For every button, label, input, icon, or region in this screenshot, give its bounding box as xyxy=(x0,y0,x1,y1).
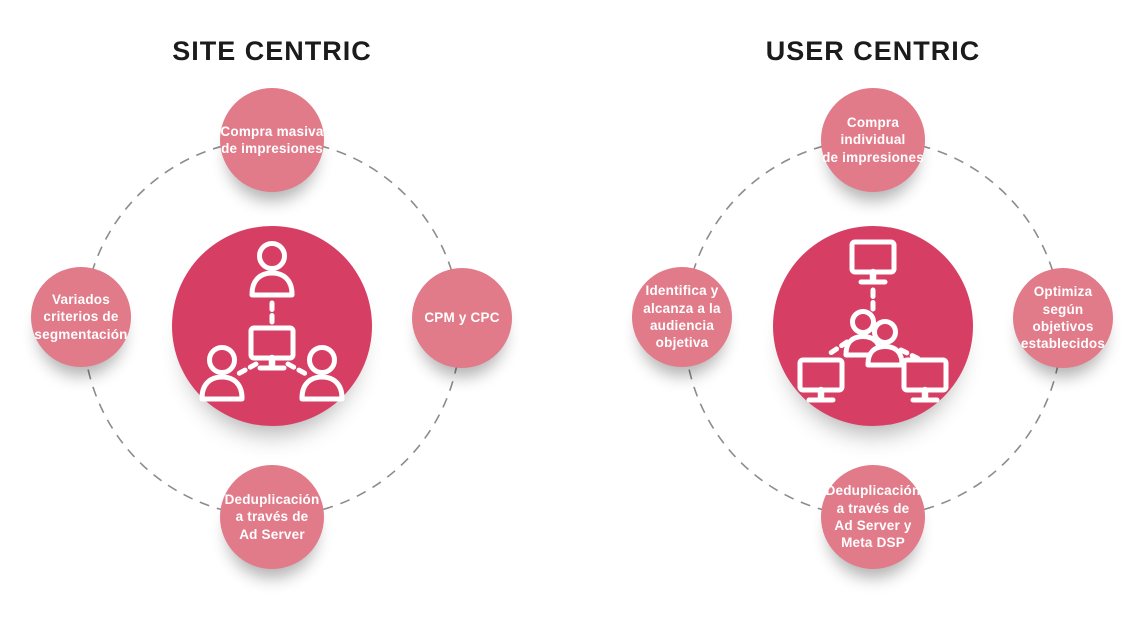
user-network-icon xyxy=(797,239,949,403)
user-node-left: Identifica y alcanza a la audiencia obje… xyxy=(632,267,732,367)
site-centric-center-circle xyxy=(172,226,372,426)
user-node-top: Compra individual de impresiones xyxy=(821,88,925,192)
site-centric-diagram: SITE CENTRIC xyxy=(0,0,544,621)
user-centric-center-circle xyxy=(773,226,973,426)
site-node-left: Variados criterios de segmentación xyxy=(31,267,131,367)
user-centric-diagram: USER CENTRIC xyxy=(601,0,1143,621)
user-centric-title: USER CENTRIC xyxy=(765,36,981,66)
site-node-bottom: Deduplicación a través de Ad Server xyxy=(220,465,324,569)
site-network-icon xyxy=(199,241,345,402)
site-node-top: Compra masiva de impresiones xyxy=(220,88,324,192)
user-node-bottom: Deduplicación a través de Ad Server y Me… xyxy=(821,465,925,569)
site-centric-title: SITE CENTRIC xyxy=(172,36,372,66)
user-node-right: Optimiza según objetivos establecidos xyxy=(1013,268,1113,368)
site-node-right: CPM y CPC xyxy=(412,268,512,368)
